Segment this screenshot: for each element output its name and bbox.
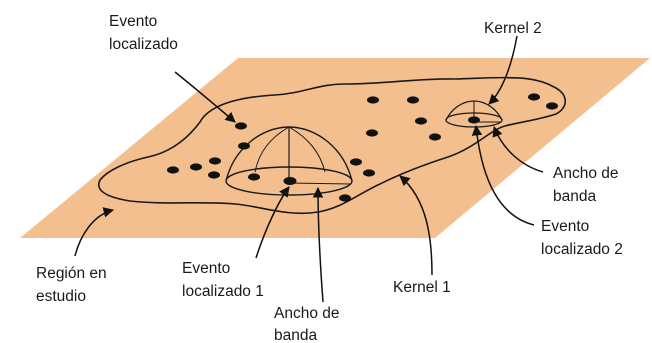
event-point xyxy=(528,93,540,101)
event-point xyxy=(238,142,250,150)
event-point xyxy=(546,102,558,110)
event-point xyxy=(248,173,260,181)
pointer-kernel-1 xyxy=(399,175,433,276)
pointer-region-estudio xyxy=(74,207,115,257)
label-ancho-banda-bottom: Ancho de banda xyxy=(274,305,344,343)
pointer-ancho-banda-right xyxy=(492,126,544,173)
event-point xyxy=(235,122,247,130)
kernel-1-bandwidth-line xyxy=(288,182,351,185)
event-point xyxy=(283,177,297,185)
label-evento-localizado: Evento localizado xyxy=(109,13,178,53)
label-evento-localizado-1: Evento localizado 1 xyxy=(182,260,264,300)
pointer-evento-localizado-1 xyxy=(255,186,290,259)
pointer-evento-localizado-2 xyxy=(471,124,535,226)
pointers xyxy=(74,35,544,303)
label-kernel-1: Kernel 1 xyxy=(393,279,451,296)
event-point xyxy=(363,169,375,177)
pointer-kernel-2 xyxy=(488,35,518,105)
event-point xyxy=(190,163,202,171)
pointer-evento-localizado xyxy=(174,71,236,123)
event-point xyxy=(339,194,351,202)
event-point xyxy=(415,117,427,125)
label-evento-localizado-2: Evento localizado 2 xyxy=(541,218,623,258)
label-ancho-banda-right: Ancho de banda xyxy=(553,165,623,205)
study-region-outline xyxy=(98,76,567,215)
event-point xyxy=(366,129,378,137)
events xyxy=(167,93,558,202)
label-region-estudio: Región en estudio xyxy=(36,265,111,305)
event-point xyxy=(367,96,379,104)
event-point xyxy=(350,158,362,166)
kernel-1-profile-left xyxy=(254,126,290,173)
event-point xyxy=(209,157,221,165)
event-point xyxy=(167,166,179,174)
event-point xyxy=(407,96,419,104)
event-point xyxy=(429,133,441,141)
event-point xyxy=(468,116,480,124)
pointer-ancho-banda-bottom xyxy=(312,186,324,303)
label-kernel-2: Kernel 2 xyxy=(484,20,542,37)
event-point xyxy=(208,171,220,179)
kernel-1-profile-right xyxy=(288,126,326,173)
